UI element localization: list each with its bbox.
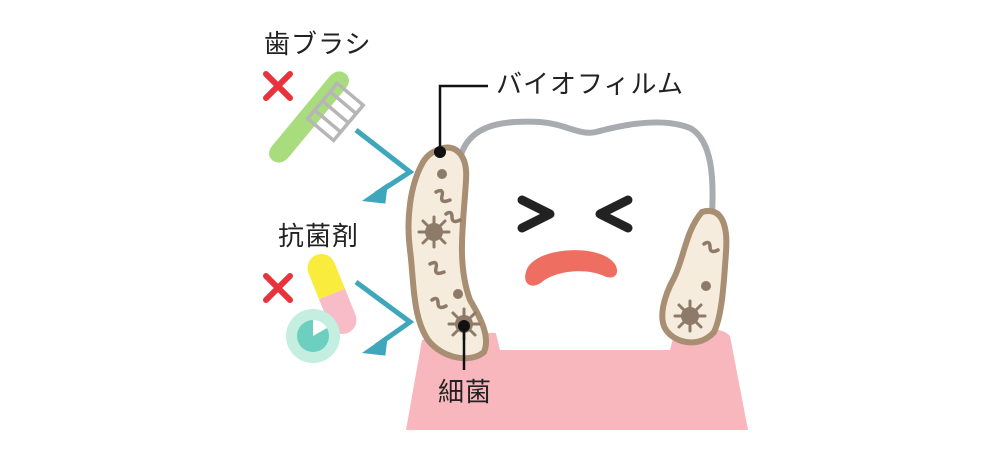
bacteria-label: 細菌 <box>438 378 493 408</box>
bacteria-leader <box>458 320 470 370</box>
toothbrush-bristles <box>305 80 366 143</box>
tooth-face <box>517 195 633 286</box>
bacteria-worm <box>430 296 448 310</box>
tablet-icon <box>286 309 340 363</box>
bacteria-right <box>673 240 720 333</box>
toothbrush-label: 歯ブラシ <box>264 30 372 60</box>
capsule-icon <box>307 254 357 334</box>
tooth <box>462 133 703 350</box>
right-eye-icon <box>595 195 633 233</box>
bacteria-worm <box>428 260 446 276</box>
biofilm-label: バイオフィルム <box>496 70 684 100</box>
bacteria-icon <box>417 215 451 249</box>
arrow-icon <box>354 279 415 356</box>
bacteria-worm <box>434 188 452 204</box>
bacteria-worm <box>702 240 720 254</box>
biofilm-left <box>405 144 490 362</box>
arrow-icon <box>354 128 415 204</box>
bacteria-worm <box>444 210 462 224</box>
biofilm-leader <box>434 84 488 158</box>
bacteria-dot <box>437 169 447 179</box>
toothbrush-icon <box>269 71 366 163</box>
antibacterial-label: 抗菌剤 <box>278 222 360 252</box>
bacteria-icon <box>673 299 707 333</box>
cross-icon <box>263 71 293 101</box>
bacteria-dot <box>701 281 711 291</box>
mouth-icon <box>525 250 618 286</box>
gum <box>406 328 748 430</box>
left-eye-icon <box>517 195 555 233</box>
biofilm-outline-line <box>459 118 716 217</box>
cross-icon <box>263 273 293 303</box>
bacteria-dot <box>453 289 463 299</box>
